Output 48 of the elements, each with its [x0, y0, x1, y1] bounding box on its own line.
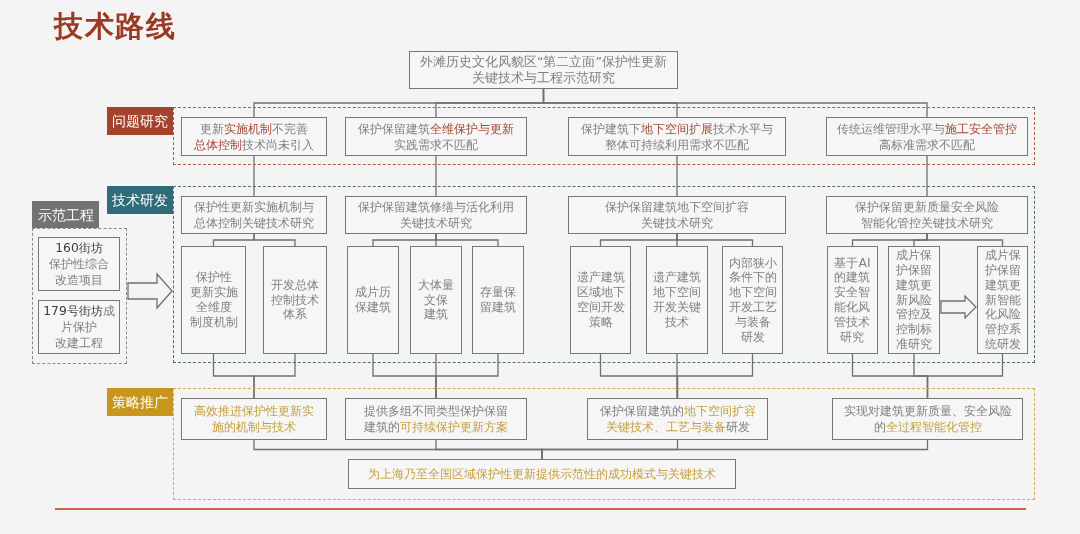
- connector-line: [926, 353, 1004, 399]
- connector-line: [435, 233, 499, 247]
- block-arrow: [940, 294, 977, 320]
- connector-line: [676, 155, 678, 197]
- outcome-box: 提供多组不同类型保护保留建筑的可持续保护更新方案: [345, 398, 527, 440]
- research-topic-box: 外滩历史文化风貌区“第二立面”保护性更新关键技术与工程示范研究: [409, 51, 678, 89]
- problem-box: 保护建筑下地下空间扩展技术水平与整体可持续利用需求不匹配: [568, 117, 786, 156]
- problem-box: 传统运维管理水平与施工安全管控高标准需求不匹配: [826, 117, 1028, 156]
- section-tab: 技术研发: [107, 186, 173, 214]
- connector-line: [253, 233, 296, 247]
- connector-line: [542, 88, 928, 118]
- subtask-box: 开发总体控制技术体系: [263, 246, 327, 354]
- section-tab: 示范工程: [32, 201, 99, 228]
- outcome-box: 实现对建筑更新质量、安全风险的全过程智能化管控: [832, 398, 1023, 440]
- connector-line: [926, 155, 928, 197]
- goal-box: 为上海乃至全国区域保护性更新提供示范性的成功模式与关键技术: [348, 459, 736, 489]
- connector-line: [926, 233, 1004, 247]
- research-task-box: 保护保留建筑地下空间扩容关键技术研究: [568, 196, 786, 234]
- connector-line: [435, 155, 437, 197]
- section-tab: 问题研究: [107, 107, 173, 135]
- subtask-box: 内部狭小条件下的地下空间开发工艺与装备研发: [722, 246, 783, 354]
- subtask-box: 存量保留建筑: [472, 246, 524, 354]
- project-box: 179号街坊成片保护改建工程: [38, 300, 120, 354]
- connector-line: [253, 353, 296, 399]
- research-task-box: 保护性更新实施机制与总体控制关键技术研究: [181, 196, 327, 234]
- subtask-box: 成片保护保留建筑更新智能化风险管控系统研发: [977, 246, 1028, 354]
- outcome-box: 高效推进保护性更新实施的机制与技术: [181, 398, 327, 440]
- connector-line: [435, 353, 499, 399]
- subtask-box: 遗产建筑地下空间开发关键技术: [646, 246, 708, 354]
- project-box: 160街坊保护性综合改造项目: [38, 237, 120, 291]
- subtask-box: 成片历保建筑: [347, 246, 399, 354]
- section-tab: 策略推广: [107, 388, 173, 416]
- subtask-box: 成片保护保留建筑更新风险管控及控制标准研究: [888, 246, 940, 354]
- subtask-box: 基于AI的建筑安全智能化风管技术研究: [827, 246, 878, 354]
- problem-box: 更新实施机制不完善总体控制技术尚未引入: [181, 117, 327, 156]
- problem-box: 保护保留建筑全维保护与更新实践需求不匹配: [345, 117, 527, 156]
- subtask-box: 大体量文保建筑: [410, 246, 462, 354]
- page-title: 技术路线: [54, 8, 176, 44]
- connector-line: [676, 353, 754, 399]
- subtask-box: 保护性更新实施全维度制度机制: [181, 246, 246, 354]
- connector-line: [676, 353, 678, 399]
- outcome-box: 保护保留建筑的地下空间扩容关键技术、工艺与装备研发: [587, 398, 768, 440]
- subtask-box: 遗产建筑区域地下空间开发策略: [570, 246, 631, 354]
- research-task-box: 保护保留建筑修缮与活化利用关键技术研究: [345, 196, 527, 234]
- block-arrow: [127, 272, 173, 310]
- research-task-box: 保护保留更新质量安全风险智能化管控关键技术研究: [826, 196, 1028, 234]
- connector-line: [676, 233, 754, 247]
- connector-line: [253, 155, 255, 197]
